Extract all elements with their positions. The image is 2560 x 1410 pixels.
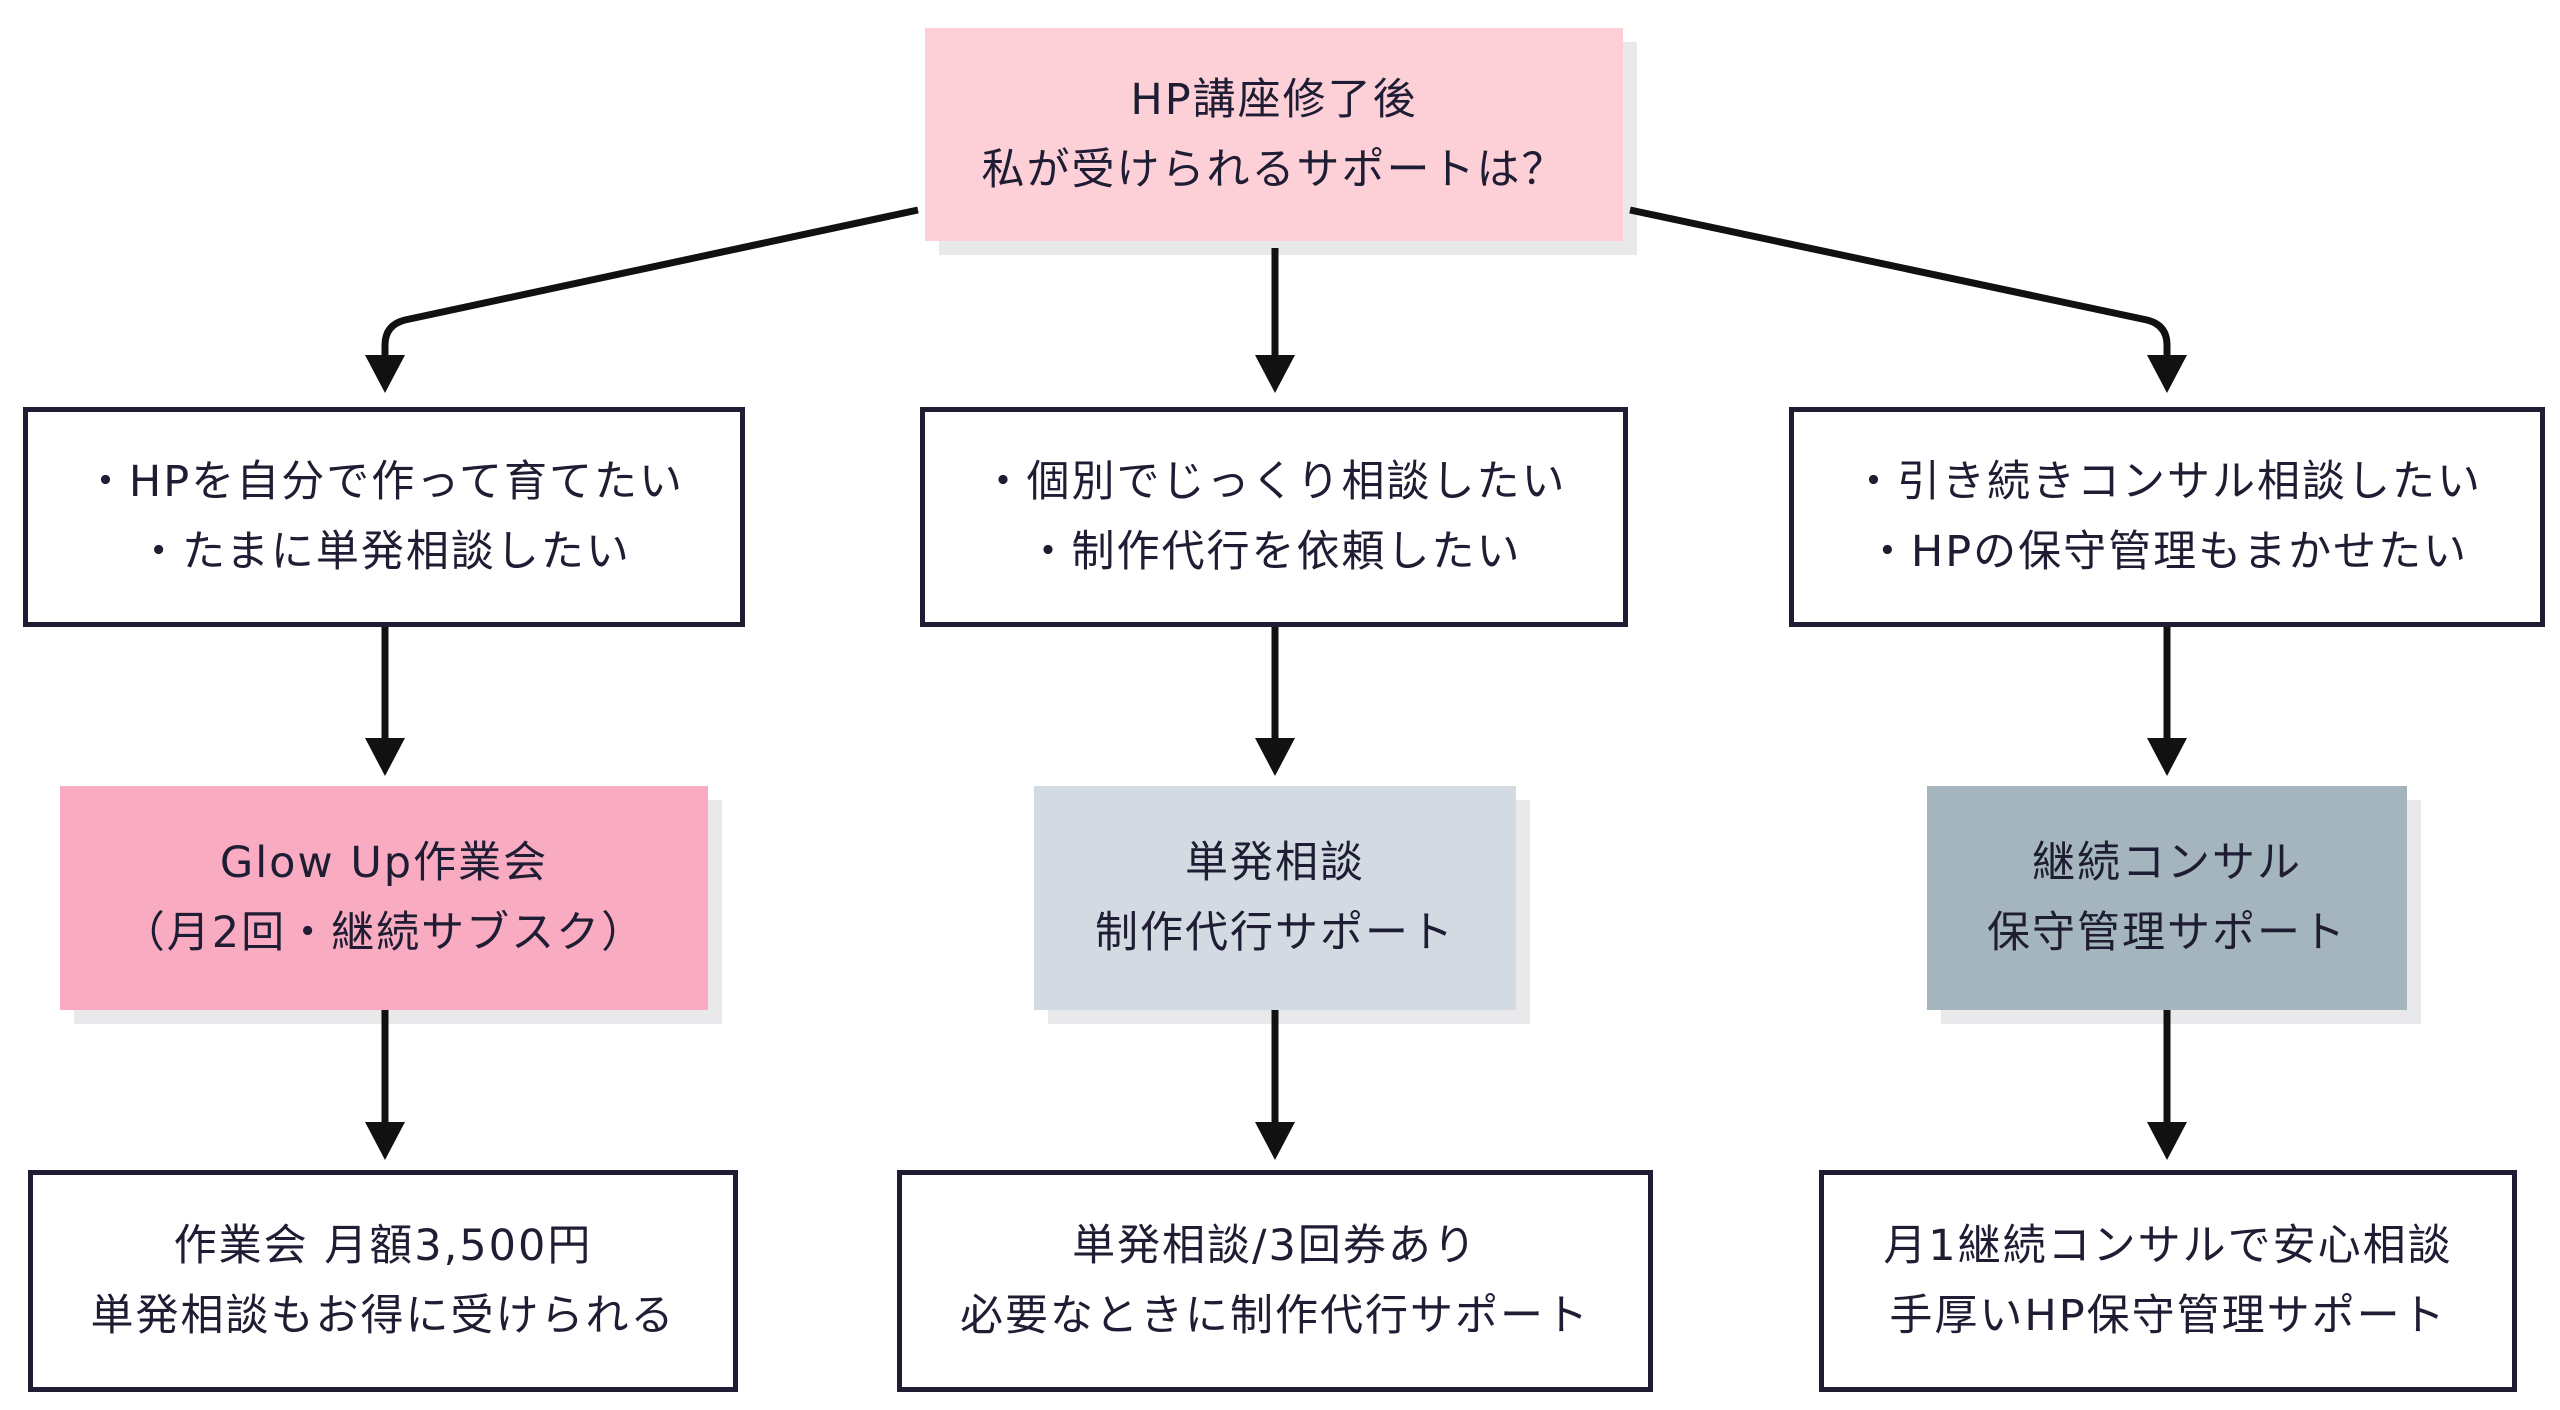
detail-right-line1: 月1継続コンサルで安心相談 bbox=[1883, 1221, 2453, 1271]
arrowhead-middle-option bbox=[1255, 738, 1295, 776]
root-node-line2: 私が受けられるサポートは？ bbox=[981, 144, 1567, 195]
detail-left-line1: 作業会 月額3,500円 bbox=[173, 1221, 593, 1271]
detail-right-line2: 手厚いHP保守管理サポート bbox=[1889, 1291, 2447, 1341]
arrowhead-right-detail bbox=[2147, 1122, 2187, 1160]
option-right-line2: 保守管理サポート bbox=[1987, 908, 2347, 958]
option-left-line1: Glow Up作業会 bbox=[219, 838, 549, 888]
option-node-right: 継続コンサル 保守管理サポート bbox=[1927, 786, 2407, 1010]
root-node-line1: HP講座修了後 bbox=[1130, 74, 1418, 125]
detail-node-right: 月1継続コンサルで安心相談 手厚いHP保守管理サポート bbox=[1819, 1170, 2517, 1392]
edge-root-to-left-need bbox=[381, 206, 919, 357]
need-middle-line2: ・制作代行を依頼したい bbox=[1026, 527, 1522, 577]
root-node: HP講座修了後 私が受けられるサポートは？ bbox=[925, 28, 1623, 241]
option-right-line1: 継続コンサル bbox=[2032, 838, 2302, 888]
arrowhead-middle-need bbox=[1255, 355, 1295, 393]
need-left-line2: ・たまに単発相談したい bbox=[137, 527, 631, 577]
detail-left-line2: 単発相談もお得に受けられる bbox=[90, 1291, 676, 1341]
edge-root-to-right-need bbox=[1629, 206, 2171, 357]
option-node-left: Glow Up作業会 （月2回・継続サブスク） bbox=[60, 786, 708, 1010]
arrowhead-right-option bbox=[2147, 738, 2187, 776]
need-left-line1: ・HPを自分で作って育てたい bbox=[83, 457, 685, 507]
option-middle-line1: 単発相談 bbox=[1185, 838, 1365, 888]
need-right-line1: ・引き続きコンサル相談したい bbox=[1852, 457, 2482, 507]
detail-node-middle: 単発相談/3回券あり 必要なときに制作代行サポート bbox=[897, 1170, 1653, 1392]
need-node-left: ・HPを自分で作って育てたい ・たまに単発相談したい bbox=[23, 407, 745, 627]
option-middle-line2: 制作代行サポート bbox=[1095, 908, 1455, 958]
arrowhead-left-option bbox=[365, 738, 405, 776]
need-right-line2: ・HPの保守管理もまかせたい bbox=[1865, 527, 2469, 577]
arrowhead-right-need bbox=[2147, 355, 2187, 393]
arrowhead-left-detail bbox=[365, 1122, 405, 1160]
option-left-line2: （月2回・継続サブスク） bbox=[121, 908, 647, 958]
detail-middle-line2: 必要なときに制作代行サポート bbox=[960, 1291, 1590, 1341]
need-middle-line1: ・個別でじっくり相談したい bbox=[981, 457, 1567, 507]
option-node-middle: 単発相談 制作代行サポート bbox=[1034, 786, 1516, 1010]
arrowhead-left-need bbox=[365, 355, 405, 393]
need-node-right: ・引き続きコンサル相談したい ・HPの保守管理もまかせたい bbox=[1789, 407, 2545, 627]
detail-node-left: 作業会 月額3,500円 単発相談もお得に受けられる bbox=[28, 1170, 738, 1392]
arrowhead-middle-detail bbox=[1255, 1122, 1295, 1160]
need-node-middle: ・個別でじっくり相談したい ・制作代行を依頼したい bbox=[920, 407, 1628, 627]
detail-middle-line1: 単発相談/3回券あり bbox=[1072, 1221, 1478, 1271]
